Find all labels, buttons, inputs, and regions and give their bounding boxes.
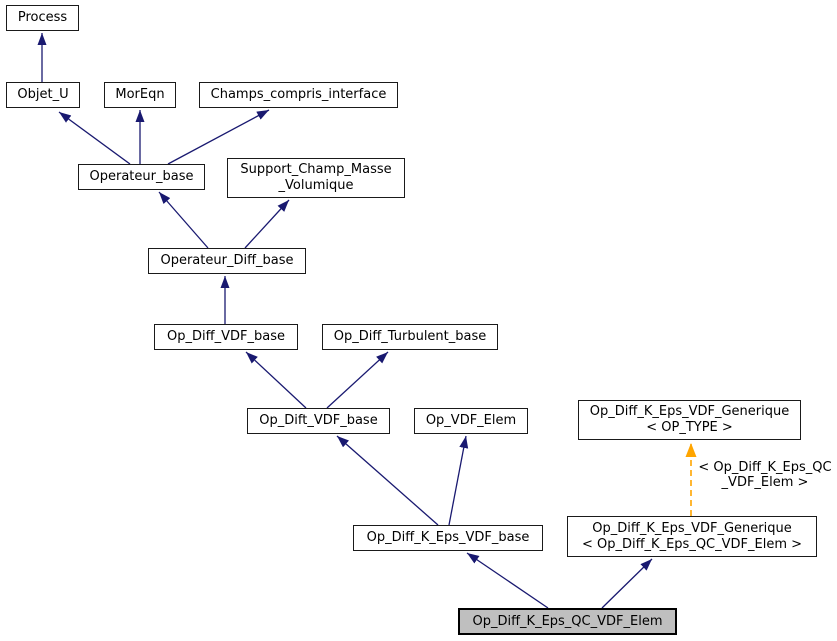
node-support-champ-masse-volumique[interactable]: Support_Champ_Masse _Volumique <box>227 158 405 198</box>
node-op-diff-k-eps-vdf-generique-op-type[interactable]: Op_Diff_K_Eps_VDF_Generique < OP_TYPE > <box>578 400 801 440</box>
node-op-diff-k-eps-vdf-base[interactable]: Op_Diff_K_Eps_VDF_base <box>353 525 543 551</box>
node-op-diff-k-eps-qc-vdf-elem[interactable]: Op_Diff_K_Eps_QC_VDF_Elem <box>458 608 677 635</box>
node-champs-compris-interface[interactable]: Champs_compris_interface <box>199 82 398 108</box>
node-operateur-diff-base[interactable]: Operateur_Diff_base <box>148 248 306 274</box>
template-edge-label: < Op_Diff_K_Eps_QC _VDF_Elem > <box>698 460 832 490</box>
edge-operateur-base-to-champs-compris-interface <box>167 109 270 165</box>
node-moreqn[interactable]: MorEqn <box>104 82 176 108</box>
node-operateur-base[interactable]: Operateur_base <box>78 164 205 190</box>
edge-op-diff-k-eps-qc-vdf-elem-to-generique-instance <box>601 558 653 609</box>
node-op-diff-turbulent-base[interactable]: Op_Diff_Turbulent_base <box>322 324 498 350</box>
node-op-diff-vdf-base[interactable]: Op_Diff_VDF_base <box>154 324 298 350</box>
edge-op-dift-vdf-base-to-op-diff-vdf-base <box>245 351 307 409</box>
edge-op-diff-k-eps-qc-vdf-elem-to-op-diff-k-eps-vdf-base <box>466 552 549 609</box>
node-op-vdf-elem[interactable]: Op_VDF_Elem <box>414 408 528 434</box>
edge-op-diff-k-eps-vdf-base-to-op-dift-vdf-base <box>336 435 439 526</box>
edge-op-diff-k-eps-vdf-base-to-op-vdf-elem <box>448 435 469 526</box>
edge-operateur-base-to-objet-u <box>58 111 131 165</box>
node-op-dift-vdf-base[interactable]: Op_Dift_VDF_base <box>247 408 390 434</box>
node-objet-u[interactable]: Objet_U <box>6 82 80 108</box>
edge-operateur-diff-base-to-support-champ-masse-volumique <box>244 199 290 249</box>
node-op-diff-k-eps-vdf-generique-instance[interactable]: Op_Diff_K_Eps_VDF_Generique < Op_Diff_K_… <box>567 516 817 557</box>
edge-operateur-diff-base-to-operateur-base <box>158 191 209 249</box>
node-process[interactable]: Process <box>6 5 79 31</box>
edge-op-dift-vdf-base-to-op-diff-turbulent-base <box>326 351 389 409</box>
